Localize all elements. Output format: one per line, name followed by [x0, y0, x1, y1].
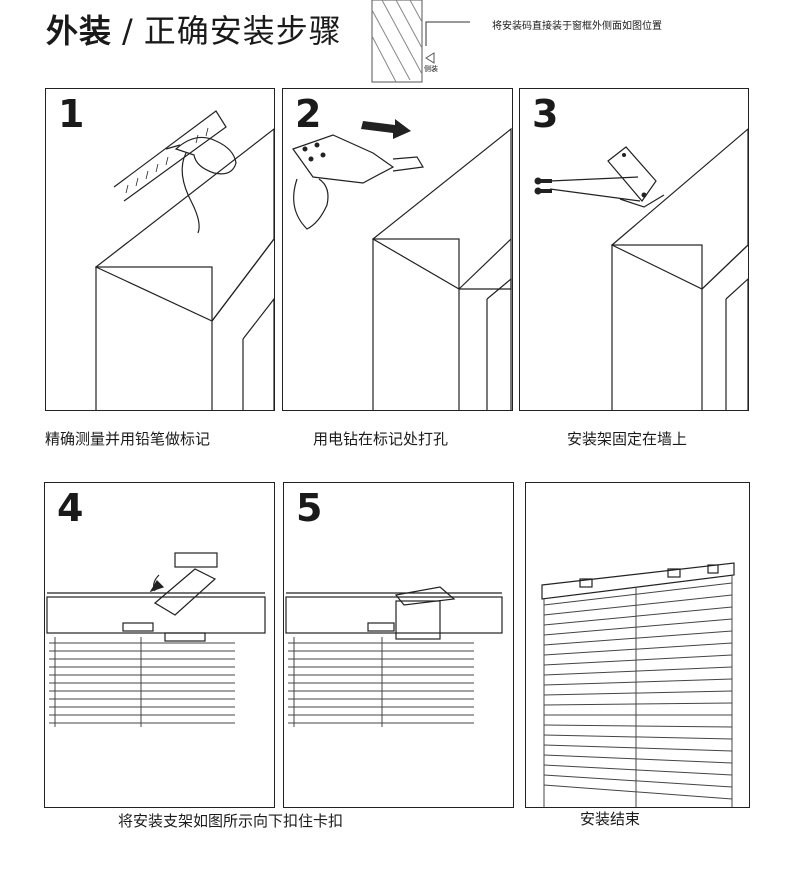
title-rest: 正确安装步骤 — [143, 12, 342, 50]
finished-blind-illustration — [541, 562, 735, 807]
step-2-panel: 2 — [282, 88, 513, 411]
title-separator: / — [122, 12, 134, 50]
step-5-panel: 5 — [283, 482, 514, 808]
page-title: 外装/正确安装步骤 — [46, 6, 342, 52]
step-1-caption: 精确测量并用铅笔做标记 — [45, 430, 211, 448]
step-1-panel: 1 — [45, 88, 275, 411]
step-3-caption: 安装架固定在墙上 — [567, 430, 688, 448]
drill-illustration — [292, 119, 512, 410]
step-2-caption: 用电钻在标记处打孔 — [313, 430, 449, 448]
step-number: 5 — [296, 486, 323, 530]
title-main: 外装 — [46, 12, 113, 50]
bracket-mount-illustration — [534, 128, 748, 410]
measure-illustration — [94, 110, 274, 410]
step-number: 3 — [532, 92, 559, 136]
step-number: 4 — [57, 486, 84, 530]
step-6-caption: 安装结束 — [580, 810, 641, 828]
step-number: 1 — [58, 92, 85, 136]
step-number: 2 — [295, 92, 322, 136]
step-3-panel: 3 — [519, 88, 749, 411]
side-mount-diagram — [371, 0, 470, 83]
snap-in-illustration — [285, 586, 503, 727]
mount-note: 将安装码直接装于窗框外侧面如图位置 — [492, 21, 662, 32]
step-4-panel: 4 — [44, 482, 275, 808]
step-6-panel — [525, 482, 750, 808]
side-mount-label: 侧装 — [424, 65, 438, 73]
step-4-caption: 将安装支架如图所示向下扣住卡扣 — [118, 812, 344, 830]
clip-bracket-illustration — [46, 552, 266, 727]
